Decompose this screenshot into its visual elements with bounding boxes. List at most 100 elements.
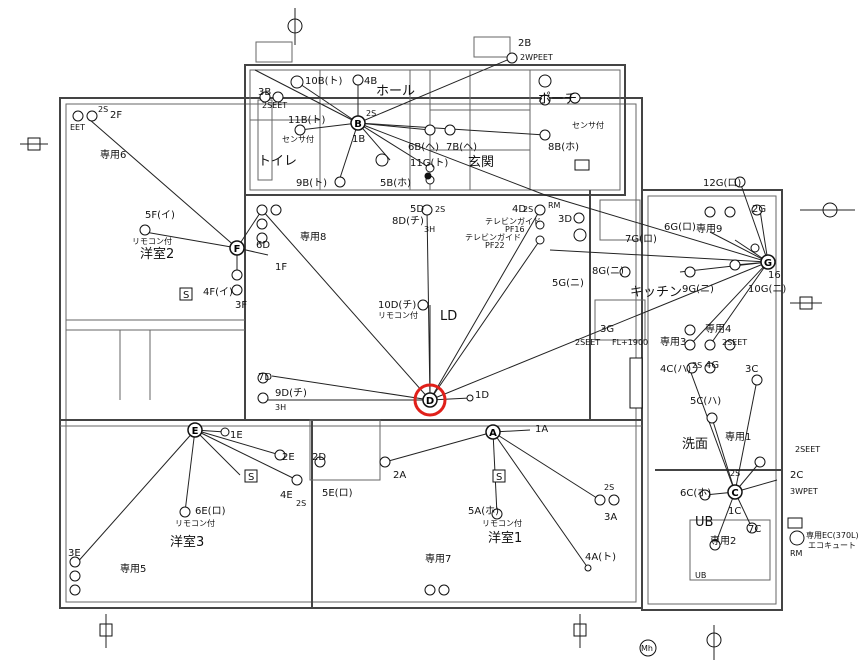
svg-text:2G: 2G (752, 204, 766, 215)
svg-text:4A(ト): 4A(ト) (585, 552, 616, 563)
svg-text:4E: 4E (280, 490, 293, 501)
svg-text:専用8: 専用8 (300, 231, 326, 243)
svg-text:4C(ハ): 4C(ハ) (660, 364, 691, 375)
svg-text:4B: 4B (364, 76, 377, 87)
svg-text:5D: 5D (410, 204, 424, 215)
svg-text:EET: EET (70, 123, 85, 132)
room-western1: 洋室1 (488, 530, 522, 546)
svg-text:3F: 3F (235, 300, 247, 311)
hub-g[interactable]: G (760, 254, 776, 270)
svg-text:1F: 1F (275, 262, 287, 273)
svg-text:5E(ロ): 5E(ロ) (322, 488, 353, 499)
svg-text:2S: 2S (98, 105, 108, 114)
svg-text:3G: 3G (600, 324, 614, 335)
room-ld: LD (440, 309, 457, 324)
svg-text:G: G (764, 258, 772, 269)
hub-c[interactable]: C (727, 484, 743, 500)
room-toilet: トイレ (258, 154, 297, 169)
svg-text:6C(ホ): 6C(ホ) (680, 487, 711, 499)
walls (59, 36, 783, 611)
svg-text:5F(イ): 5F(イ) (145, 210, 175, 221)
svg-text:2B: 2B (518, 38, 531, 49)
svg-text:専用9: 専用9 (696, 223, 722, 235)
svg-text:専用7: 専用7 (425, 553, 451, 565)
svg-text:1B: 1B (352, 134, 365, 145)
svg-text:7D: 7D (258, 372, 272, 383)
hub-d[interactable]: D (422, 392, 438, 408)
svg-text:リモコン付: リモコン付 (175, 518, 215, 528)
svg-text:6G(ロ): 6G(ロ) (664, 222, 696, 233)
svg-text:4D: 4D (512, 204, 526, 215)
room-labels: ホール ポーチ トイレ 玄関 洋室2 LD キッチン 洗面 UB 洋室3 洋室1 (140, 84, 713, 550)
svg-text:A: A (489, 428, 497, 439)
svg-text:1D: 1D (475, 390, 489, 401)
svg-text:FL+1900: FL+1900 (612, 338, 648, 347)
svg-text:RM: RM (790, 549, 803, 558)
svg-text:S: S (496, 472, 502, 483)
svg-text:テレビンガイド: テレビンガイド (485, 216, 541, 226)
svg-text:12G(ロ): 12G(ロ) (703, 178, 741, 189)
room-kitchen: キッチン (630, 285, 682, 300)
svg-text:2A: 2A (393, 470, 406, 481)
room-hall: ホール (376, 84, 415, 99)
svg-text:Mh: Mh (641, 644, 653, 653)
svg-text:5A(ホ): 5A(ホ) (468, 505, 499, 517)
svg-text:リモコン付: リモコン付 (132, 236, 172, 246)
svg-text:D: D (426, 396, 434, 407)
svg-text:4F(イ): 4F(イ) (203, 287, 233, 298)
svg-text:B: B (354, 119, 362, 130)
svg-text:リモコン付: リモコン付 (378, 310, 418, 320)
svg-text:9B(ト): 9B(ト) (296, 178, 327, 189)
room-washroom: 洗面 (682, 437, 708, 452)
svg-text:3WPET: 3WPET (790, 487, 818, 496)
svg-text:エコキュート: エコキュート (808, 541, 856, 550)
hub-f[interactable]: F (229, 240, 245, 256)
svg-text:2C: 2C (790, 470, 803, 481)
svg-text:S: S (183, 290, 189, 301)
svg-text:11G(ト): 11G(ト) (410, 158, 448, 169)
svg-text:PF16: PF16 (505, 225, 525, 234)
svg-text:センサ付: センサ付 (282, 134, 314, 144)
svg-text:3H: 3H (275, 403, 286, 412)
svg-text:2S: 2S (366, 109, 376, 118)
svg-text:10D(チ): 10D(チ) (378, 299, 416, 311)
svg-text:2D: 2D (312, 452, 326, 463)
svg-text:テレビンガイド: テレビンガイド (465, 232, 521, 242)
svg-text:専用6: 専用6 (100, 149, 126, 161)
svg-text:5C(ハ): 5C(ハ) (690, 396, 721, 407)
svg-text:2SEET: 2SEET (722, 338, 747, 347)
svg-text:3E: 3E (68, 548, 81, 559)
svg-text:3H: 3H (424, 225, 435, 234)
room-porch: ポーチ (538, 92, 577, 107)
svg-text:専用4: 専用4 (705, 323, 731, 335)
room-western2: 洋室2 (140, 246, 174, 262)
svg-text:RM: RM (548, 201, 561, 210)
hub-e[interactable]: E (187, 422, 203, 438)
svg-text:2S: 2S (692, 361, 702, 370)
svg-text:2SEET: 2SEET (575, 338, 600, 347)
svg-text:1C: 1C (728, 506, 741, 517)
svg-text:11B(ト): 11B(ト) (288, 115, 325, 126)
hub-a[interactable]: A (485, 424, 501, 440)
svg-text:UB: UB (695, 571, 706, 580)
svg-text:2S: 2S (604, 483, 614, 492)
device-symbols (69, 52, 805, 657)
svg-text:10G(ニ): 10G(ニ) (748, 284, 786, 295)
svg-text:3C: 3C (745, 364, 758, 375)
svg-text:5B(ホ): 5B(ホ) (380, 177, 411, 189)
svg-text:C: C (731, 488, 738, 499)
svg-text:2S: 2S (435, 205, 445, 214)
svg-text:8B(ホ): 8B(ホ) (548, 141, 579, 153)
svg-text:6E(ロ): 6E(ロ) (195, 506, 226, 517)
svg-text:1A: 1A (535, 424, 548, 435)
svg-text:6B(ヘ): 6B(ヘ) (408, 142, 439, 153)
svg-text:2S: 2S (730, 469, 740, 478)
svg-text:E: E (192, 426, 199, 437)
hub-b[interactable]: B (350, 115, 366, 131)
svg-text:5G(ニ): 5G(ニ) (552, 278, 584, 289)
wiring (74, 57, 778, 569)
svg-text:2SEET: 2SEET (262, 101, 287, 110)
svg-text:専用1: 専用1 (725, 431, 751, 443)
svg-text:7G(ロ): 7G(ロ) (625, 234, 657, 245)
entry-symbols (20, 8, 855, 660)
